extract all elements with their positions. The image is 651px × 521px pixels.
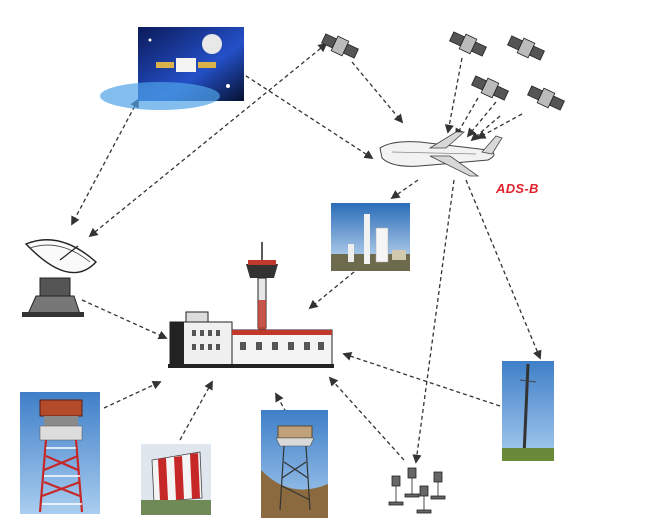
radar-dome-tower-photo bbox=[261, 410, 328, 518]
arrow-aircraft-to-vhf-mast bbox=[465, 179, 542, 360]
ground-antenna-array-icon bbox=[388, 467, 446, 514]
arrow-radar1-to-control bbox=[103, 380, 162, 409]
multilateration-ground-station-photo bbox=[331, 203, 410, 271]
aircraft-icon bbox=[379, 131, 503, 177]
gps-satellite-icon bbox=[321, 33, 359, 59]
arrow-gpssat-dish bbox=[88, 42, 328, 238]
vhf-antenna-mast-photo bbox=[502, 361, 554, 461]
arrow-aircraft-to-mlat bbox=[390, 179, 419, 200]
communication-satellite-photo bbox=[100, 27, 244, 110]
arrow-radar3-to-control bbox=[275, 392, 287, 413]
arrow-array-to-control bbox=[328, 376, 405, 461]
satellite-ground-dish-icon bbox=[22, 239, 98, 317]
arrow-gpssat-to-aircraft bbox=[351, 61, 404, 124]
arrow-radar2-to-control bbox=[179, 380, 213, 441]
arrow-constellation-3 bbox=[466, 101, 497, 138]
adsb-label: ADS-B bbox=[496, 181, 539, 196]
arrow-constellation-4 bbox=[476, 113, 523, 139]
primary-radar-tower-photo bbox=[20, 392, 100, 514]
connection-arrows bbox=[71, 42, 542, 464]
arrow-mlat-to-control bbox=[308, 271, 355, 310]
arrow-dish-to-control bbox=[81, 299, 168, 340]
arrow-constellation-1 bbox=[444, 57, 463, 134]
arrow-comsat-to-aircraft bbox=[239, 71, 374, 159]
arrow-aircraft-to-antenna-array bbox=[412, 179, 455, 464]
arrow-vhf-to-control bbox=[342, 351, 501, 407]
gps-satellite-constellation-icons bbox=[449, 31, 565, 111]
secondary-radar-antenna-photo bbox=[141, 444, 211, 515]
arrow-constellation-2 bbox=[455, 97, 479, 138]
arrow-constellation-5 bbox=[470, 115, 501, 142]
air-traffic-control-center-icon bbox=[168, 242, 334, 368]
